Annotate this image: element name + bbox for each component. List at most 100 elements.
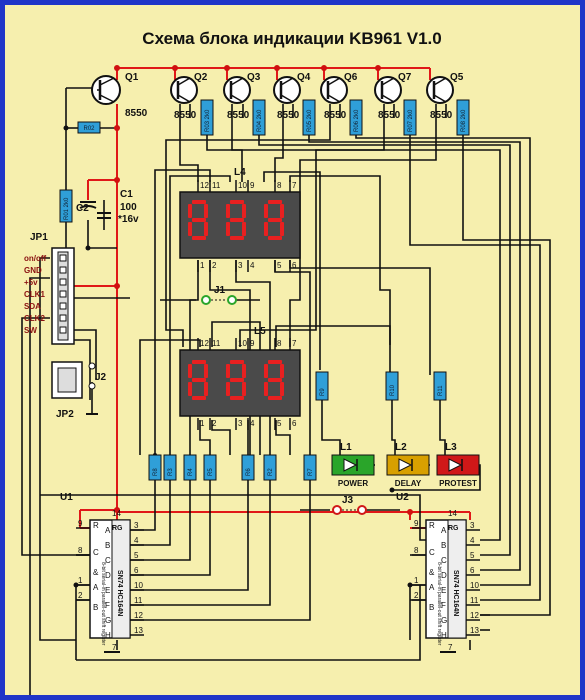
diagram-title: Схема блока индикации KB961 V1.0 [142, 29, 441, 48]
svg-text:R: R [429, 521, 435, 530]
svg-text:7: 7 [448, 643, 453, 652]
svg-text:4: 4 [250, 261, 255, 270]
svg-text:12: 12 [470, 611, 479, 620]
svg-text:Q7: Q7 [398, 72, 412, 83]
svg-text:3: 3 [470, 521, 475, 530]
transistor-q1: Q1 8550 [91, 72, 148, 119]
svg-text:Q4: Q4 [297, 72, 311, 83]
svg-text:R9: R9 [320, 388, 326, 396]
jp1-pin-label: SDA [24, 302, 41, 311]
svg-text:D: D [105, 571, 111, 580]
segment-resistor: R3 [163, 454, 177, 481]
base-resistor: R05 2k0 [302, 99, 316, 136]
svg-text:8: 8 [236, 411, 237, 413]
base-resistor: R06 2k0 [349, 99, 363, 136]
capacitor-c2: C2 [76, 203, 111, 219]
svg-text:6: 6 [134, 566, 139, 575]
svg-text:R: R [93, 521, 99, 530]
base-resistor: R07 2k0 [403, 99, 417, 136]
svg-text:8-bit serial-in parallel-out s: 8-bit serial-in parallel-out shift regis… [436, 562, 442, 646]
svg-text:DELAY: DELAY [395, 479, 422, 488]
svg-text:8-bit serial-in parallel-out s: 8-bit serial-in parallel-out shift regis… [100, 562, 106, 646]
svg-text:Q6: Q6 [344, 72, 358, 83]
svg-text:C: C [93, 548, 99, 557]
svg-text:3: 3 [238, 419, 243, 428]
resistor-r01: R01 2k0 [59, 189, 73, 223]
svg-text:8550: 8550 [430, 110, 453, 121]
svg-text:POWER: POWER [338, 479, 368, 488]
svg-text:J2: J2 [95, 372, 107, 383]
svg-text:RG: RG [448, 525, 459, 532]
svg-text:E: E [441, 586, 446, 595]
svg-text:13: 13 [470, 626, 479, 635]
jp1-pin-label: CLK1 [24, 290, 45, 299]
svg-text:8550: 8550 [378, 110, 401, 121]
svg-text:8550: 8550 [324, 110, 347, 121]
svg-text:R05 2k0: R05 2k0 [307, 109, 313, 132]
svg-text:L2: L2 [395, 442, 407, 453]
svg-text:RG: RG [112, 525, 123, 532]
svg-text:A: A [105, 526, 111, 535]
led-resistor: R9 [315, 371, 329, 401]
svg-text:10: 10 [238, 339, 247, 348]
svg-text:6: 6 [470, 566, 475, 575]
segment-resistor: R4 [183, 454, 197, 481]
transistor-q4: Q4 8550 [273, 72, 311, 121]
svg-text:Q3: Q3 [247, 72, 261, 83]
base-resistor: R03 2k0 [200, 99, 214, 136]
segment-resistor: R2 [263, 454, 277, 481]
svg-text:R03 2k0: R03 2k0 [205, 109, 211, 132]
svg-text:Q1: Q1 [125, 72, 139, 83]
svg-text:E: E [105, 586, 110, 595]
base-resistor: R08 2k0 [456, 99, 470, 136]
svg-text:8550: 8550 [277, 110, 300, 121]
svg-text:B: B [105, 541, 110, 550]
svg-text:U2: U2 [396, 492, 409, 503]
svg-text:J1: J1 [214, 285, 226, 296]
svg-text:R2: R2 [268, 468, 274, 476]
svg-text:R01 2k0: R01 2k0 [64, 197, 70, 220]
svg-text:L4: L4 [234, 167, 246, 178]
svg-text:8: 8 [414, 546, 419, 555]
svg-text:PROTEST: PROTEST [439, 479, 477, 488]
jp1-pin-label: SW [24, 326, 37, 335]
segment-resistor: R8 [148, 454, 162, 481]
svg-text:R08 2k0: R08 2k0 [461, 109, 467, 132]
svg-text:8550: 8550 [125, 108, 148, 119]
svg-text:4: 4 [250, 419, 255, 428]
svg-text:SN74 HC164N: SN74 HC164N [116, 570, 123, 616]
svg-text:5: 5 [470, 551, 475, 560]
base-resistor: R04 2k0 [252, 99, 266, 136]
svg-text:SN74 HC164N: SN74 HC164N [452, 570, 459, 616]
segment-resistor: R5 [203, 454, 217, 481]
svg-text:3: 3 [238, 261, 243, 270]
svg-text:B: B [93, 603, 98, 612]
svg-text:12: 12 [200, 181, 209, 190]
capacitor-c1: C1 100 *16v [79, 189, 139, 225]
svg-text:8: 8 [198, 411, 199, 413]
svg-text:10: 10 [134, 581, 143, 590]
svg-text:B: B [441, 541, 446, 550]
svg-text:G: G [441, 616, 447, 625]
svg-text:L1: L1 [340, 442, 352, 453]
svg-text:9: 9 [78, 519, 83, 528]
svg-text:H: H [441, 631, 447, 640]
svg-text:A: A [441, 526, 447, 535]
svg-text:100: 100 [120, 202, 137, 213]
svg-text:F: F [105, 601, 110, 610]
svg-text:8: 8 [198, 251, 199, 253]
svg-text:R04 2k0: R04 2k0 [257, 109, 263, 132]
transistor-q7: Q7 8550 [374, 72, 412, 121]
svg-text:C: C [441, 556, 447, 565]
svg-text:J3: J3 [342, 495, 354, 506]
svg-text:R06 2k0: R06 2k0 [354, 109, 360, 132]
svg-text:7: 7 [292, 181, 297, 190]
svg-text:11: 11 [470, 596, 479, 605]
